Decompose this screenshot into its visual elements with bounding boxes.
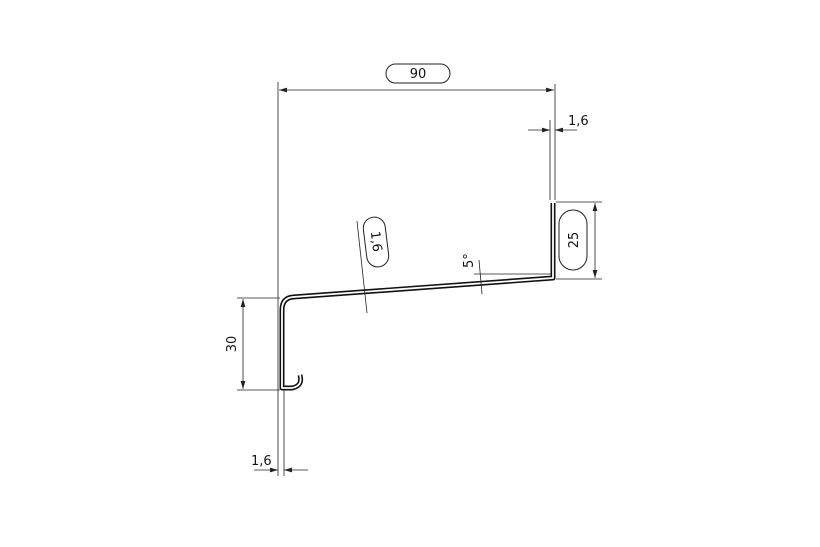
dimension-thickness-slope: 1,6	[356, 216, 390, 314]
dimension-upstand-label: 25	[567, 232, 582, 249]
dimension-thickness-top: 1,6	[528, 114, 589, 200]
dimension-drop: 30	[225, 297, 280, 391]
dimension-drop-label: 30	[225, 336, 240, 353]
profile-outline	[279, 203, 556, 391]
dimension-width: 90	[277, 63, 556, 476]
dimension-thickness-top-label: 1,6	[568, 114, 589, 129]
dimension-thickness-bottom-label: 1,6	[251, 454, 272, 469]
dimension-width-label: 90	[410, 67, 427, 82]
dimension-angle: 5°	[462, 253, 552, 295]
dimension-angle-label: 5°	[462, 253, 477, 268]
dimension-thickness-slope-label: 1,6	[367, 230, 384, 252]
dimension-upstand: 25	[556, 201, 602, 280]
dimension-thickness-bottom: 1,6	[251, 390, 308, 476]
